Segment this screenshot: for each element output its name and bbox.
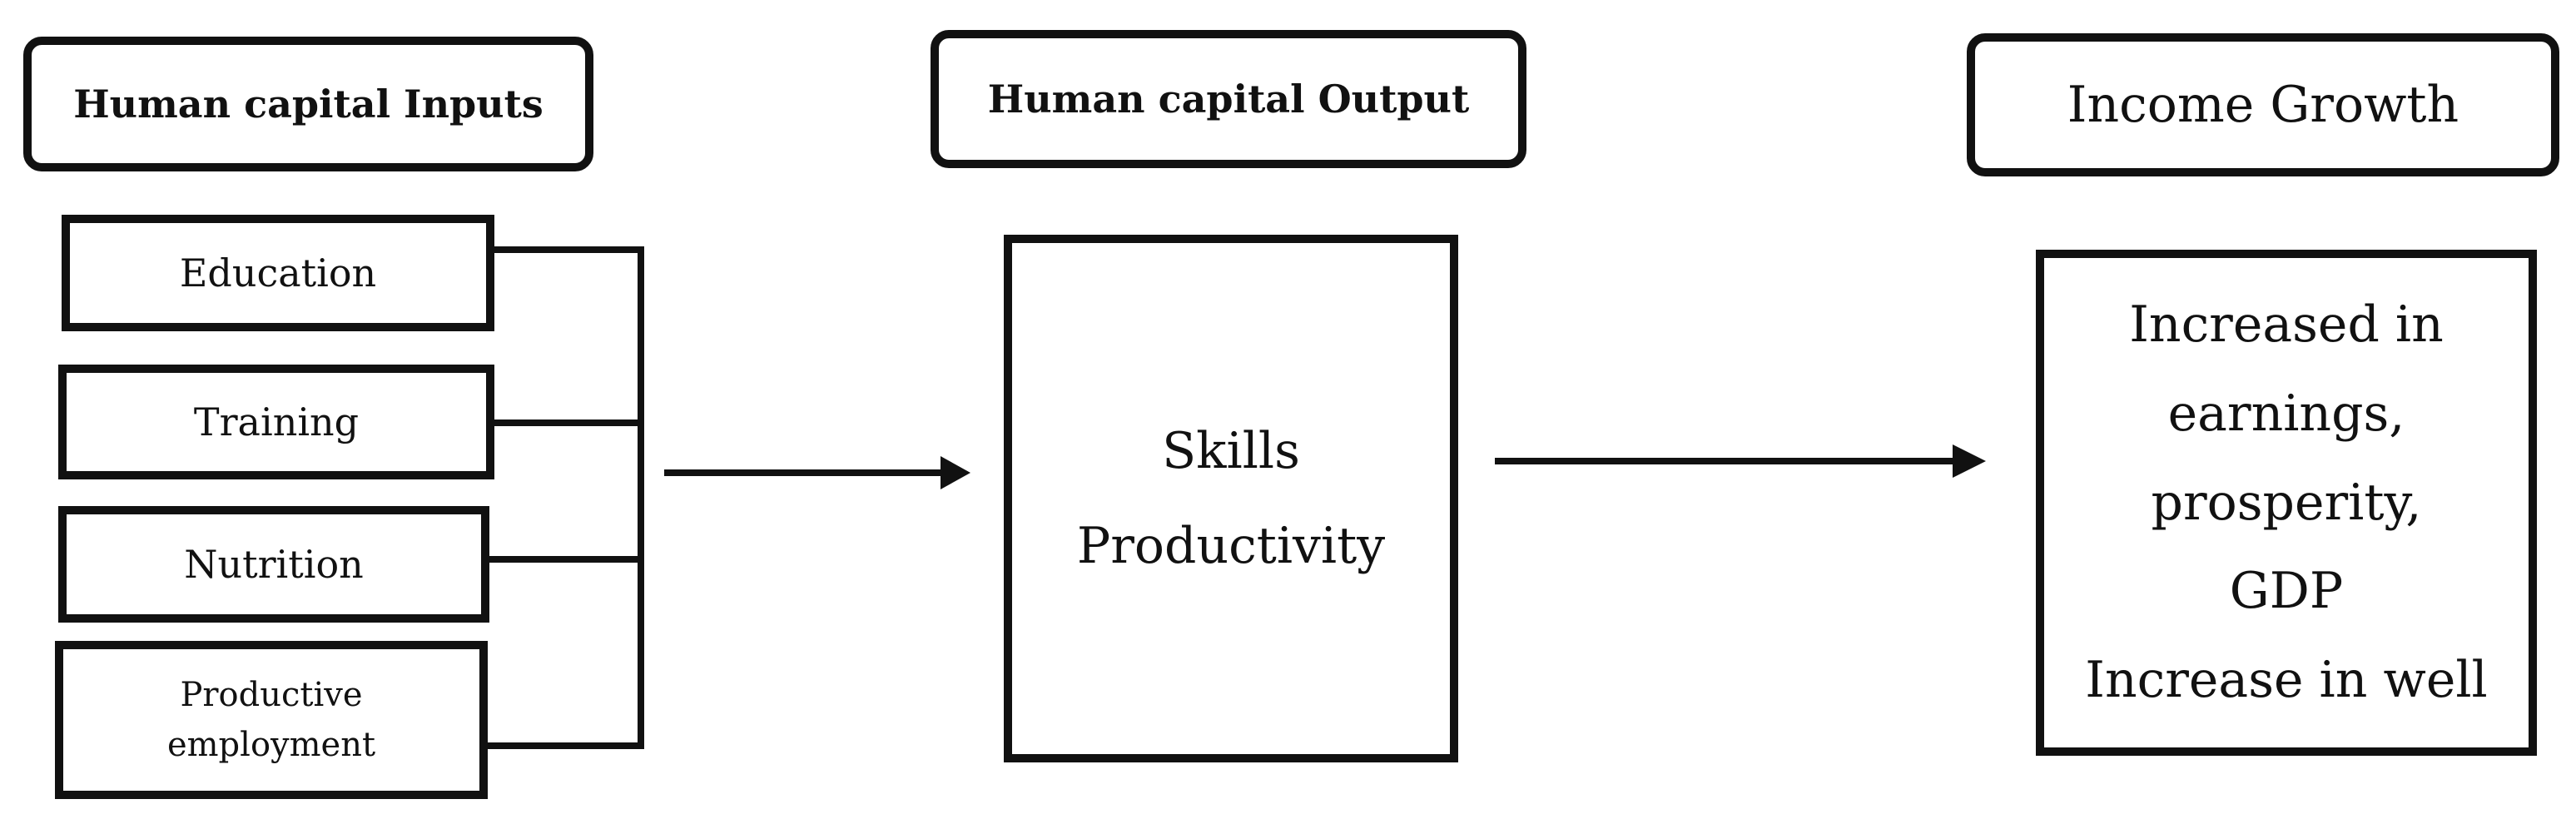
input-label-productive-employment: Productive employment <box>166 676 376 764</box>
header-human-capital-inputs: Human capital Inputs <box>23 37 593 171</box>
income-line-5: Increase in well <box>2085 651 2488 710</box>
income-box-increase: Increased in earnings, prosperity, GDP I… <box>2036 250 2537 756</box>
header-inputs-label: Human capital Inputs <box>73 82 543 127</box>
output-box-skills-productivity: Skills Productivity <box>1004 235 1458 762</box>
income-line-1: Increased in <box>2129 295 2444 354</box>
input-label-education: Education <box>179 251 377 295</box>
input-label-training: Training <box>193 400 360 444</box>
income-line-3: prosperity, <box>2151 473 2422 532</box>
income-line-4: GDP <box>2229 562 2344 621</box>
input-label-nutrition: Nutrition <box>184 542 364 587</box>
output-line-productivity: Productivity <box>1076 517 1386 575</box>
arrowhead-inputs-to-output <box>941 456 970 489</box>
output-line-skills: Skills <box>1162 422 1300 480</box>
input-box-productive-employment: Productive employment <box>55 641 488 799</box>
income-line-2: earnings, <box>2167 384 2405 443</box>
input-box-education: Education <box>62 215 494 331</box>
arrowhead-output-to-income <box>1953 444 1986 478</box>
header-output-label: Human capital Output <box>987 77 1470 122</box>
input-box-training: Training <box>58 365 494 479</box>
header-income-growth: Income Growth <box>1967 33 2559 176</box>
input-box-nutrition: Nutrition <box>58 506 489 623</box>
header-human-capital-output: Human capital Output <box>931 30 1526 168</box>
header-income-label: Income Growth <box>2067 76 2459 134</box>
